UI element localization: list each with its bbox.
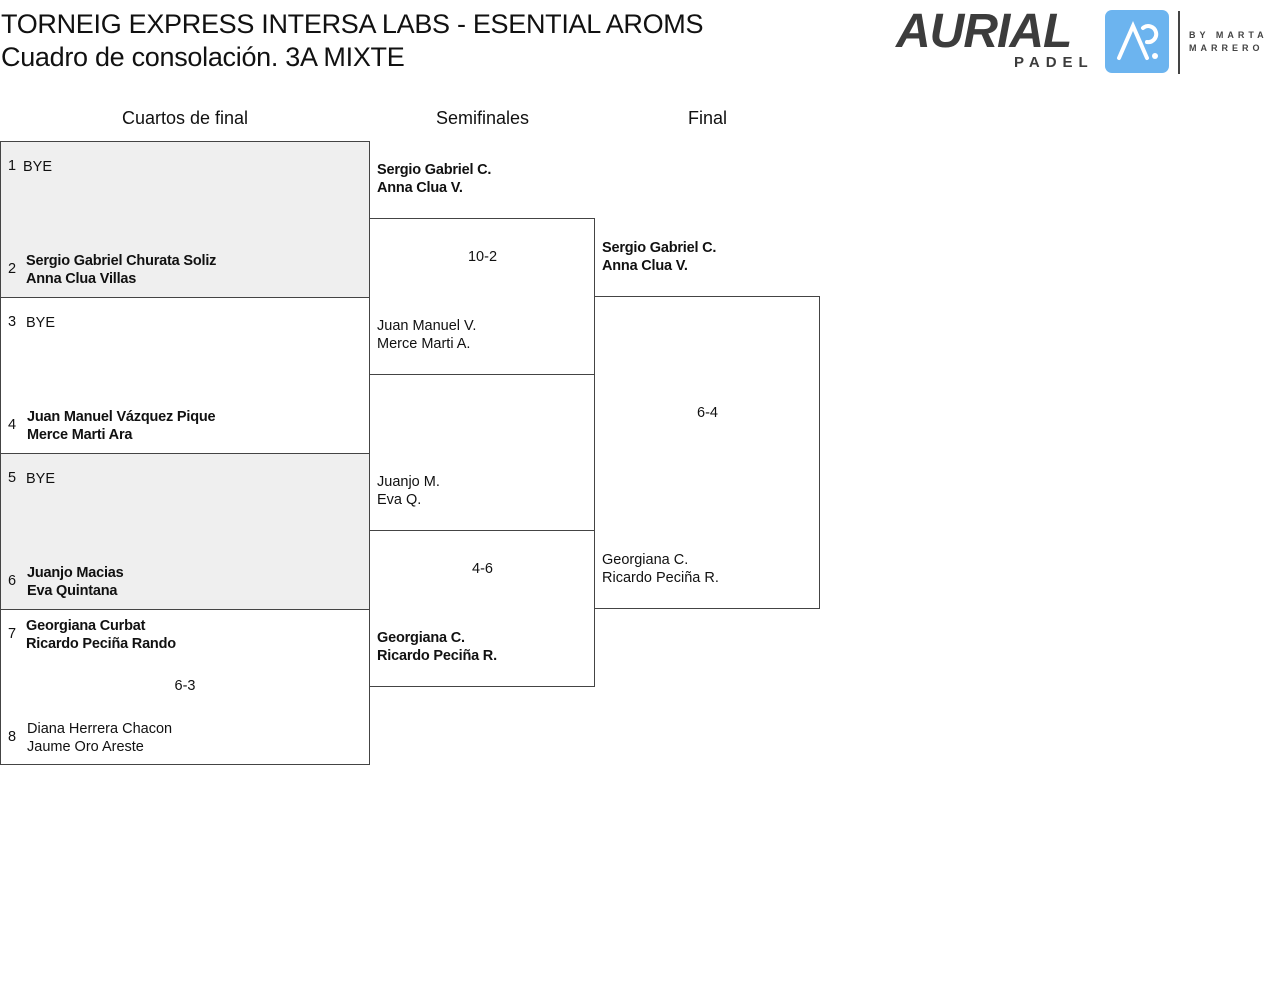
match-score: 6-4 (697, 405, 718, 421)
logo-divider (1178, 11, 1180, 74)
seed: 5 (8, 470, 17, 486)
team-name: Georgiana C.Ricardo Peciña R. (602, 552, 719, 586)
seed: 7 (8, 626, 17, 642)
final-match (594, 296, 820, 609)
seed: 1 (8, 158, 17, 174)
team-name: Sergio Gabriel C.Anna Clua V. (377, 162, 492, 196)
match-score: 4-6 (472, 561, 493, 577)
seed: 2 (8, 261, 17, 277)
team-name: Juan Manuel V.Merce Marti A. (377, 318, 477, 352)
quarter-match-4 (0, 609, 370, 765)
seed: 8 (8, 729, 17, 745)
team-name: BYE (26, 315, 56, 331)
round-header-quarters: Cuartos de final (121, 108, 249, 128)
logo-padel-text: PADEL (1014, 54, 1094, 71)
seed: 6 (8, 573, 17, 589)
page-subtitle: Cuadro de consolación. 3A MIXTE (1, 42, 405, 72)
match-score: 10-2 (467, 249, 498, 265)
team-name: Sergio Gabriel C.Anna Clua V. (602, 240, 717, 274)
seed: 3 (8, 314, 17, 330)
quarter-match-3 (0, 453, 370, 610)
team-name: BYE (23, 159, 53, 175)
quarter-match-1 (0, 141, 370, 298)
team-name: Juanjo M.Eva Q. (377, 474, 440, 508)
team-name: BYE (26, 471, 56, 487)
round-header-semis: Semifinales (435, 108, 530, 128)
seed: 4 (8, 417, 17, 433)
match-score: 6-3 (174, 678, 196, 694)
team-name: Georgiana C.Ricardo Peciña R. (377, 630, 497, 664)
page-title: TORNEIG EXPRESS INTERSA LABS - ESENTIAL … (1, 9, 704, 72)
round-header-final: Final (687, 108, 727, 128)
logo-mark-icon (1105, 10, 1169, 73)
